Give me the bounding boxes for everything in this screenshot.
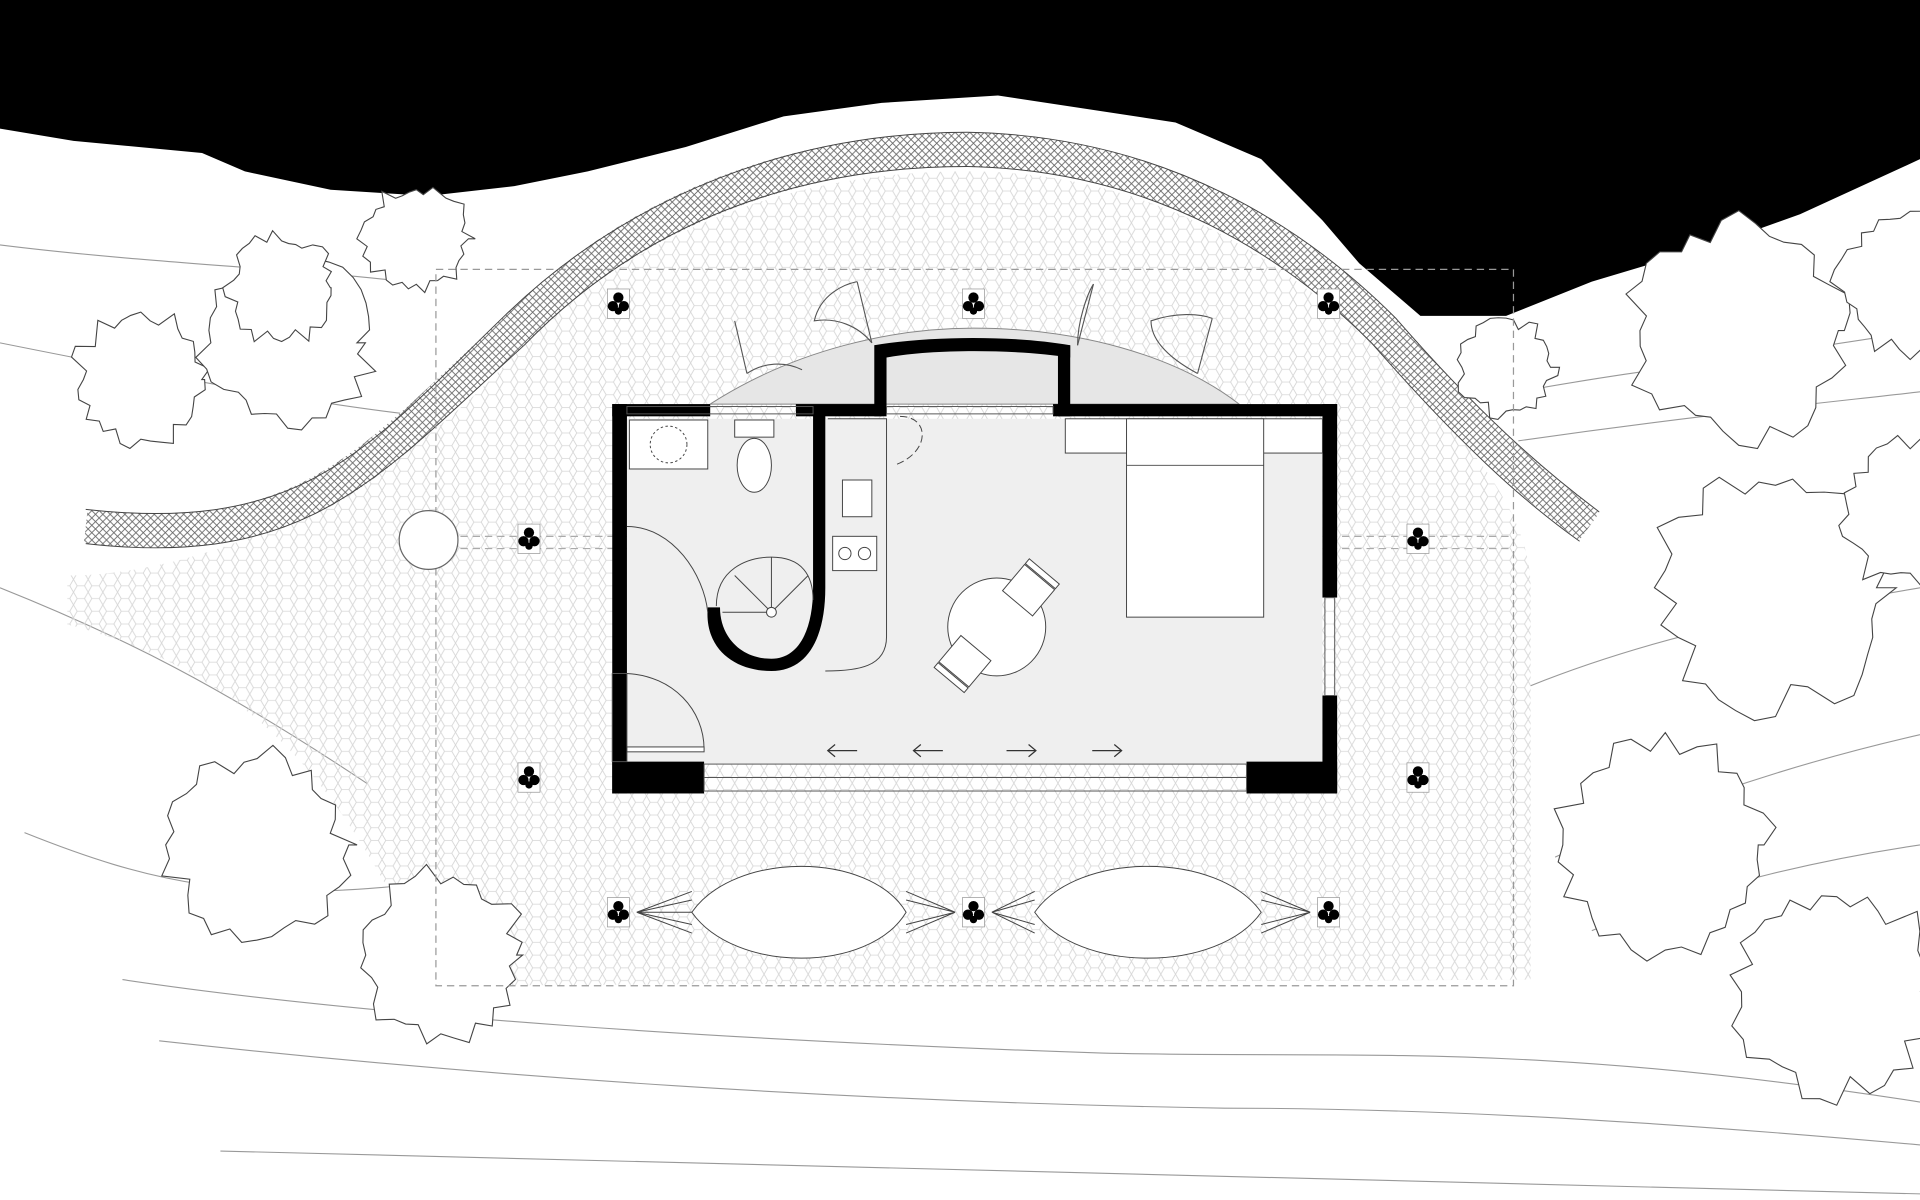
- arrow-right-icon: [1092, 744, 1123, 758]
- column-icon: [1406, 523, 1430, 555]
- trees: [70, 186, 1920, 1106]
- hammocks: [636, 865, 1311, 959]
- column-icon: [1316, 896, 1341, 928]
- arrow-right-icon: [1006, 744, 1037, 758]
- site-marker: [398, 510, 459, 570]
- door-swing-icon: [626, 672, 705, 750]
- hammock-icon: [991, 865, 1311, 959]
- column-icon: [1406, 762, 1430, 793]
- water-body: [0, 0, 1920, 316]
- column-icon: [961, 896, 986, 928]
- tree-icon: [1729, 895, 1920, 1106]
- column-icon: [517, 523, 541, 555]
- bed-icon: [1064, 418, 1323, 618]
- tree-icon: [1838, 434, 1920, 586]
- site-boundary: [435, 268, 1515, 987]
- contour-line: [159, 1040, 1920, 1146]
- chair-icon: [933, 634, 992, 694]
- tree-icon: [160, 744, 358, 943]
- door-swing-icon: [734, 281, 1213, 374]
- column-icon: [606, 288, 631, 319]
- column-icon: [1316, 288, 1341, 319]
- tree-icon: [1829, 210, 1920, 361]
- tree-icon: [70, 311, 211, 450]
- tree-icon: [360, 863, 525, 1045]
- contour-line: [220, 1150, 1920, 1195]
- tree-icon: [1553, 731, 1777, 962]
- hatched-path: [83, 132, 1600, 548]
- tree-icon: [222, 229, 333, 343]
- arrow-left-icon: [912, 744, 943, 758]
- arrow-left-icon: [826, 744, 858, 758]
- toilet-icon: [734, 419, 775, 493]
- column-icon: [517, 762, 541, 793]
- contour-line: [0, 244, 405, 283]
- tree-icon: [1625, 209, 1851, 450]
- sink-icon: [628, 419, 709, 470]
- spiral-stair-wall: [707, 573, 826, 672]
- tree-icon: [1456, 317, 1561, 420]
- column-icon: [961, 288, 986, 319]
- walls: [612, 337, 1338, 794]
- column-icon: [606, 896, 631, 928]
- kitchen-sink-icon: [841, 479, 873, 518]
- chair-icon: [1001, 558, 1061, 617]
- hammock-icon: [636, 865, 956, 959]
- tree-icon: [356, 186, 476, 294]
- roof-arc: [708, 327, 1241, 405]
